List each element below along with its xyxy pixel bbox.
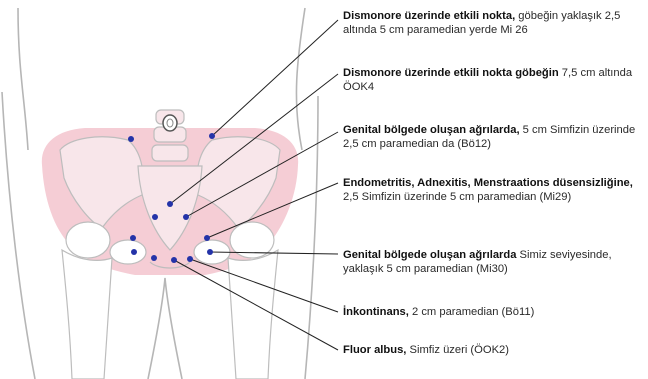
acupoint-dot: [187, 256, 193, 262]
label-ook2-title: Fluor albus,: [343, 344, 406, 356]
label-ook2: Fluor albus, Simfiz üzeri (ÖOK2): [343, 344, 643, 358]
acupoint-dot: [128, 136, 134, 142]
navel: [163, 115, 177, 131]
label-bo11-text: 2 cm paramedian (Bö11): [409, 306, 534, 318]
femur-left: [62, 250, 112, 379]
label-mi29-title: Endometritis, Adnexitis, Menstraations d…: [343, 177, 633, 189]
acupoint-dot: [130, 235, 136, 241]
acupoint-dot: [131, 249, 137, 255]
label-mi26: Dismonore üzerinde etkili nokta, göbeğin…: [343, 10, 643, 37]
label-ook4: Dismonore üzerinde etkili nokta göbeğin …: [343, 67, 643, 94]
obturator-left: [110, 240, 146, 264]
label-bo12-title: Genital bölgede oluşan ağrılarda,: [343, 124, 520, 136]
femoral-head-left: [66, 222, 110, 258]
acupoint-dot: [183, 214, 189, 220]
acupoint-dot: [209, 133, 215, 139]
leader-line: [212, 20, 338, 136]
vertebra: [152, 145, 188, 161]
acupoint-dot: [204, 235, 210, 241]
acupoint-dot: [151, 255, 157, 261]
acupoint-dot: [152, 214, 158, 220]
acupoint-dot: [207, 249, 213, 255]
label-mi30: Genital bölgede oluşan ağrılarda Simiz s…: [343, 249, 643, 276]
label-bo11-title: İnkontinans,: [343, 306, 409, 318]
label-bo12: Genital bölgede oluşan ağrılarda, 5 cm S…: [343, 124, 643, 151]
label-mi26-title: Dismonore üzerinde etkili nokta,: [343, 10, 515, 22]
label-ook4-title: Dismonore üzerinde etkili nokta göbeğin: [343, 67, 559, 79]
acupoint-dot: [171, 257, 177, 263]
label-ook2-text: Simfiz üzeri (ÖOK2): [406, 344, 509, 356]
acupoint-dot: [167, 201, 173, 207]
label-mi29: Endometritis, Adnexitis, Menstraations d…: [343, 177, 643, 204]
label-bo11: İnkontinans, 2 cm paramedian (Bö11): [343, 306, 643, 320]
label-mi30-title: Genital bölgede oluşan ağrılarda: [343, 249, 516, 261]
pelvic-bones: [60, 110, 280, 379]
femur-right: [228, 250, 278, 379]
label-mi29-text: 2,5 Simfizin üzerinde 5 cm paramedian (M…: [343, 191, 571, 203]
